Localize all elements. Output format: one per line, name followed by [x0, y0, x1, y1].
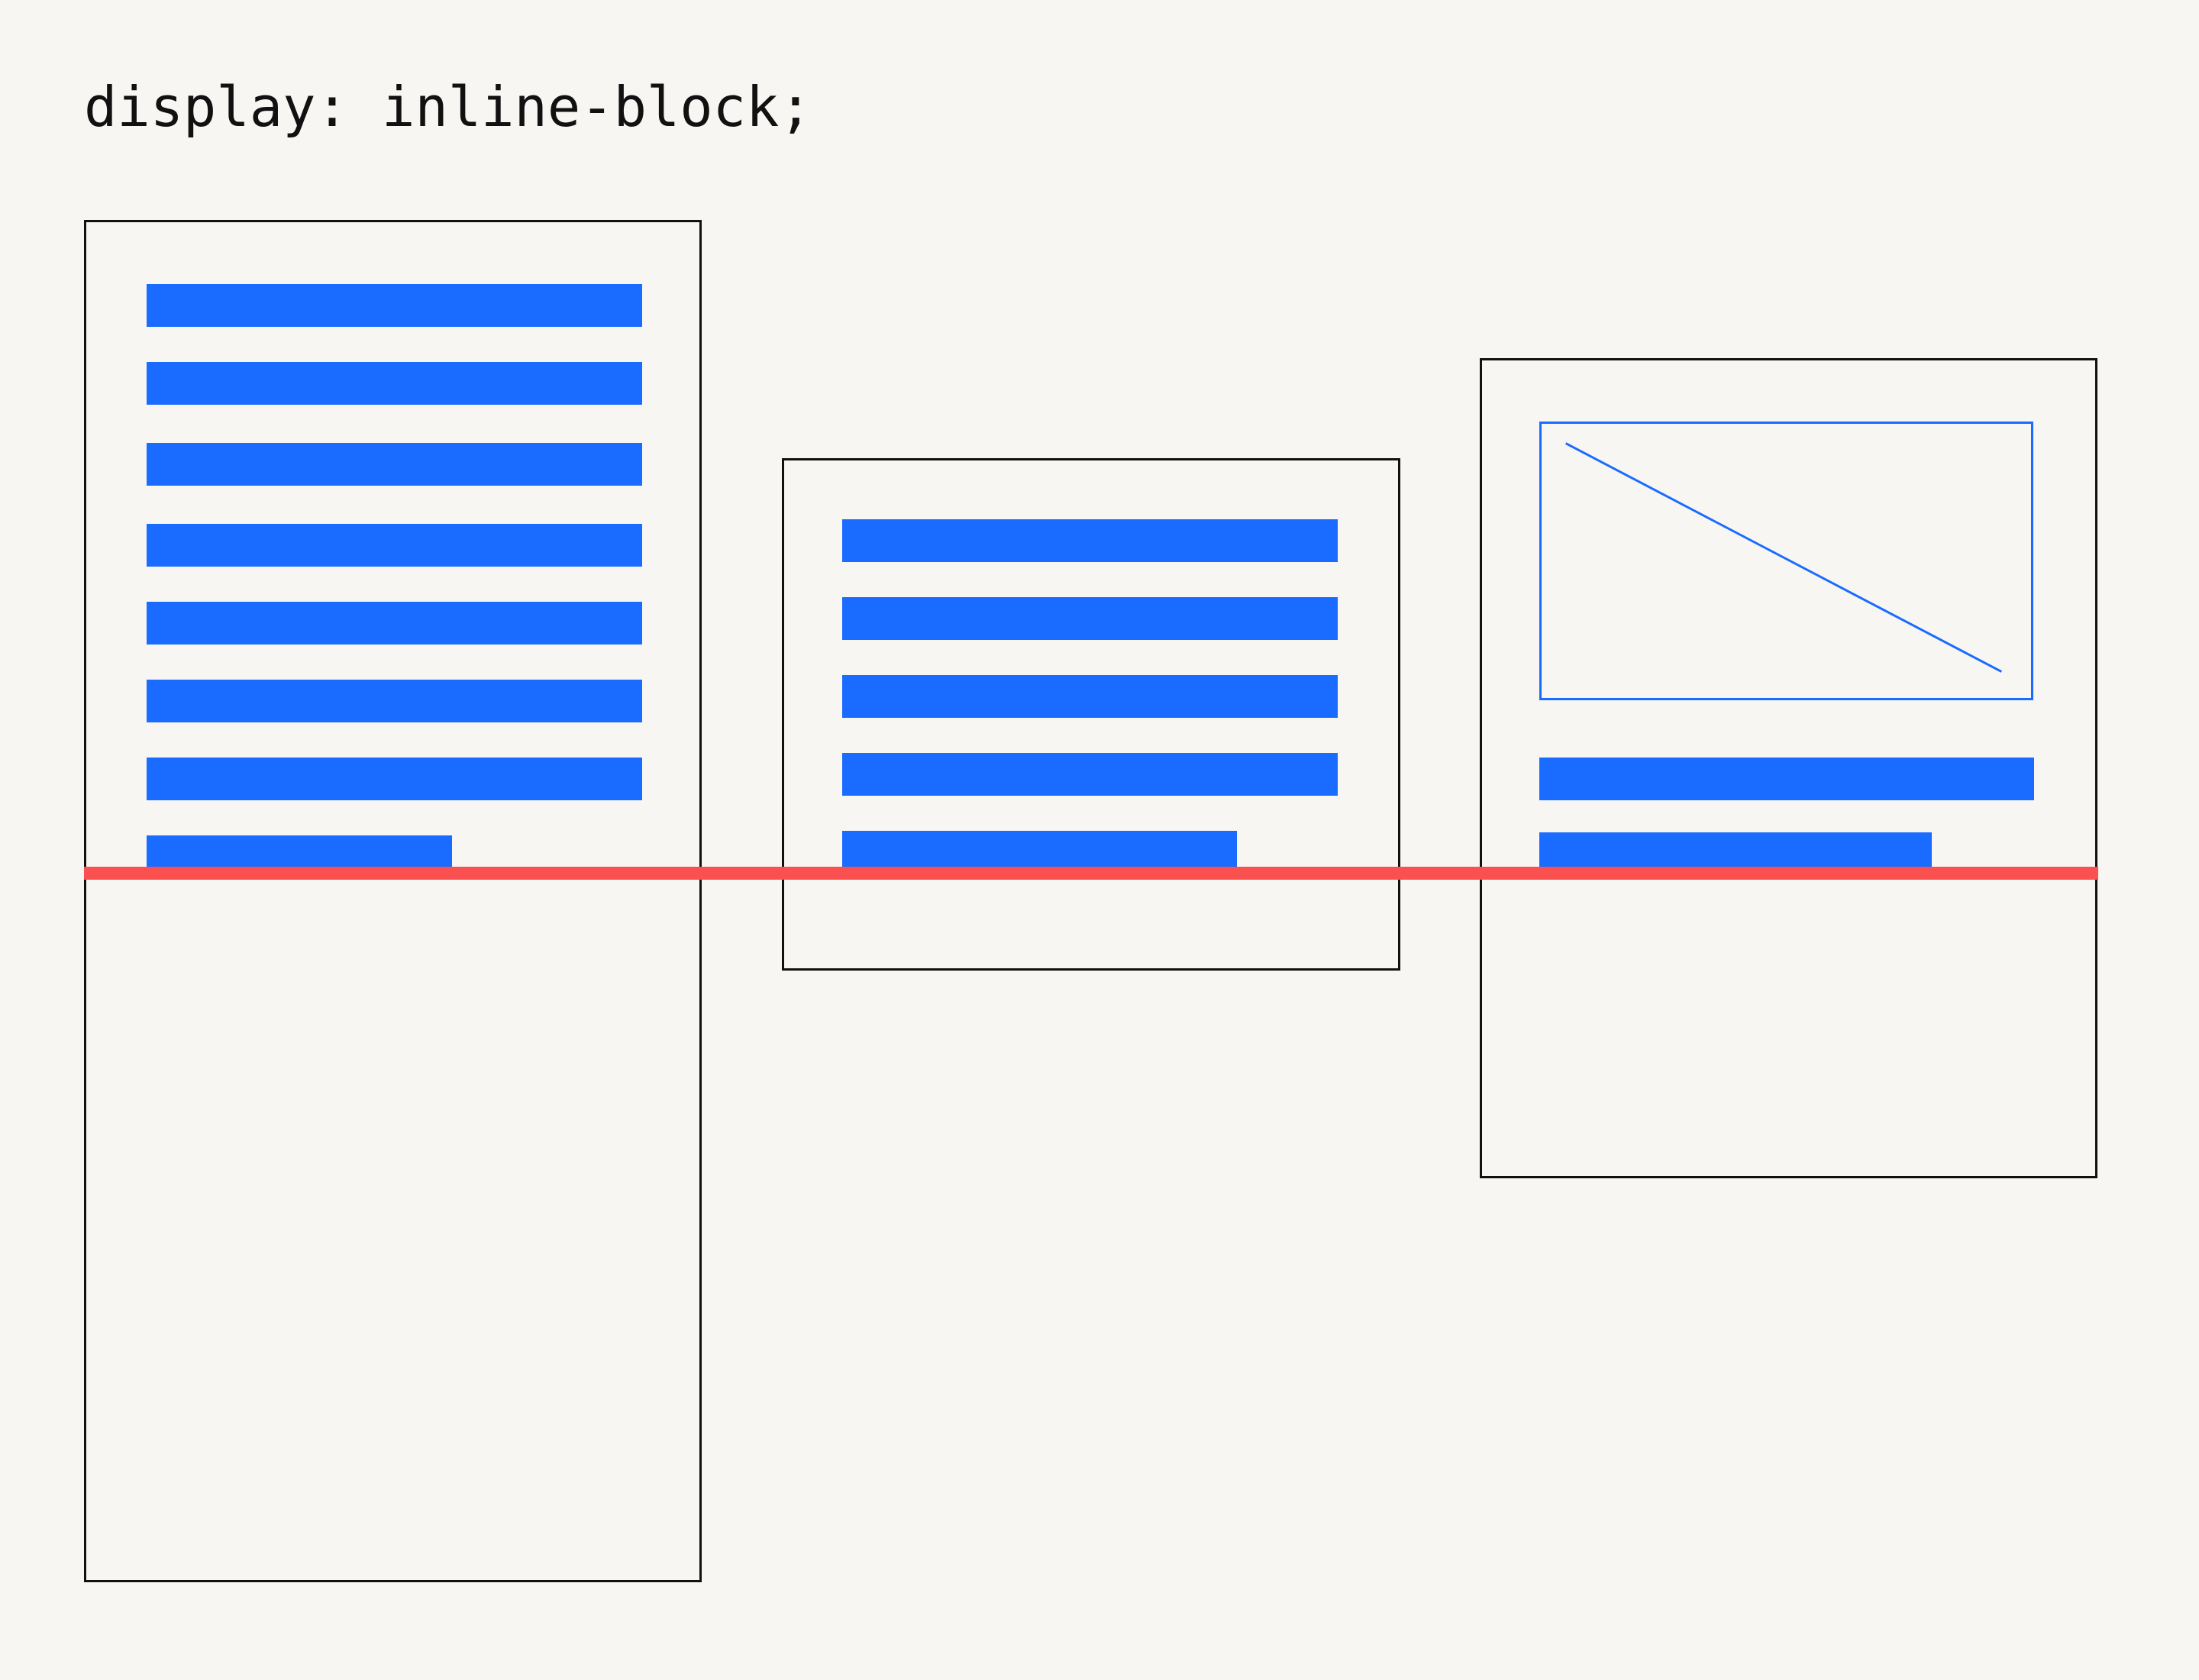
text-line-bar [842, 597, 1338, 640]
text-line-bar [147, 602, 642, 645]
page-title: display: inline-block; [84, 75, 812, 139]
inline-block-box-image [1480, 358, 2097, 1178]
image-placeholder-diagonal [1565, 442, 2003, 673]
text-line-bar [147, 758, 642, 800]
text-line-bar [842, 675, 1338, 718]
text-line-bar-last [1539, 832, 1932, 872]
text-line-bar [842, 753, 1338, 796]
baseline-rule [84, 867, 2098, 880]
text-line-bar [147, 443, 642, 486]
text-line-bar [147, 524, 642, 567]
inline-block-box-short [782, 458, 1400, 971]
inline-block-box-tall [84, 220, 702, 1582]
image-placeholder-icon [1539, 422, 2033, 700]
text-line-bar [147, 362, 642, 405]
text-line-bar [1539, 758, 2034, 800]
text-line-bar-last [147, 835, 452, 872]
text-line-bar [842, 519, 1338, 562]
placeholder-diagonal-line [1565, 442, 2003, 673]
text-line-bar [147, 284, 642, 327]
text-line-bar-last [842, 831, 1237, 872]
text-line-bar [147, 680, 642, 722]
